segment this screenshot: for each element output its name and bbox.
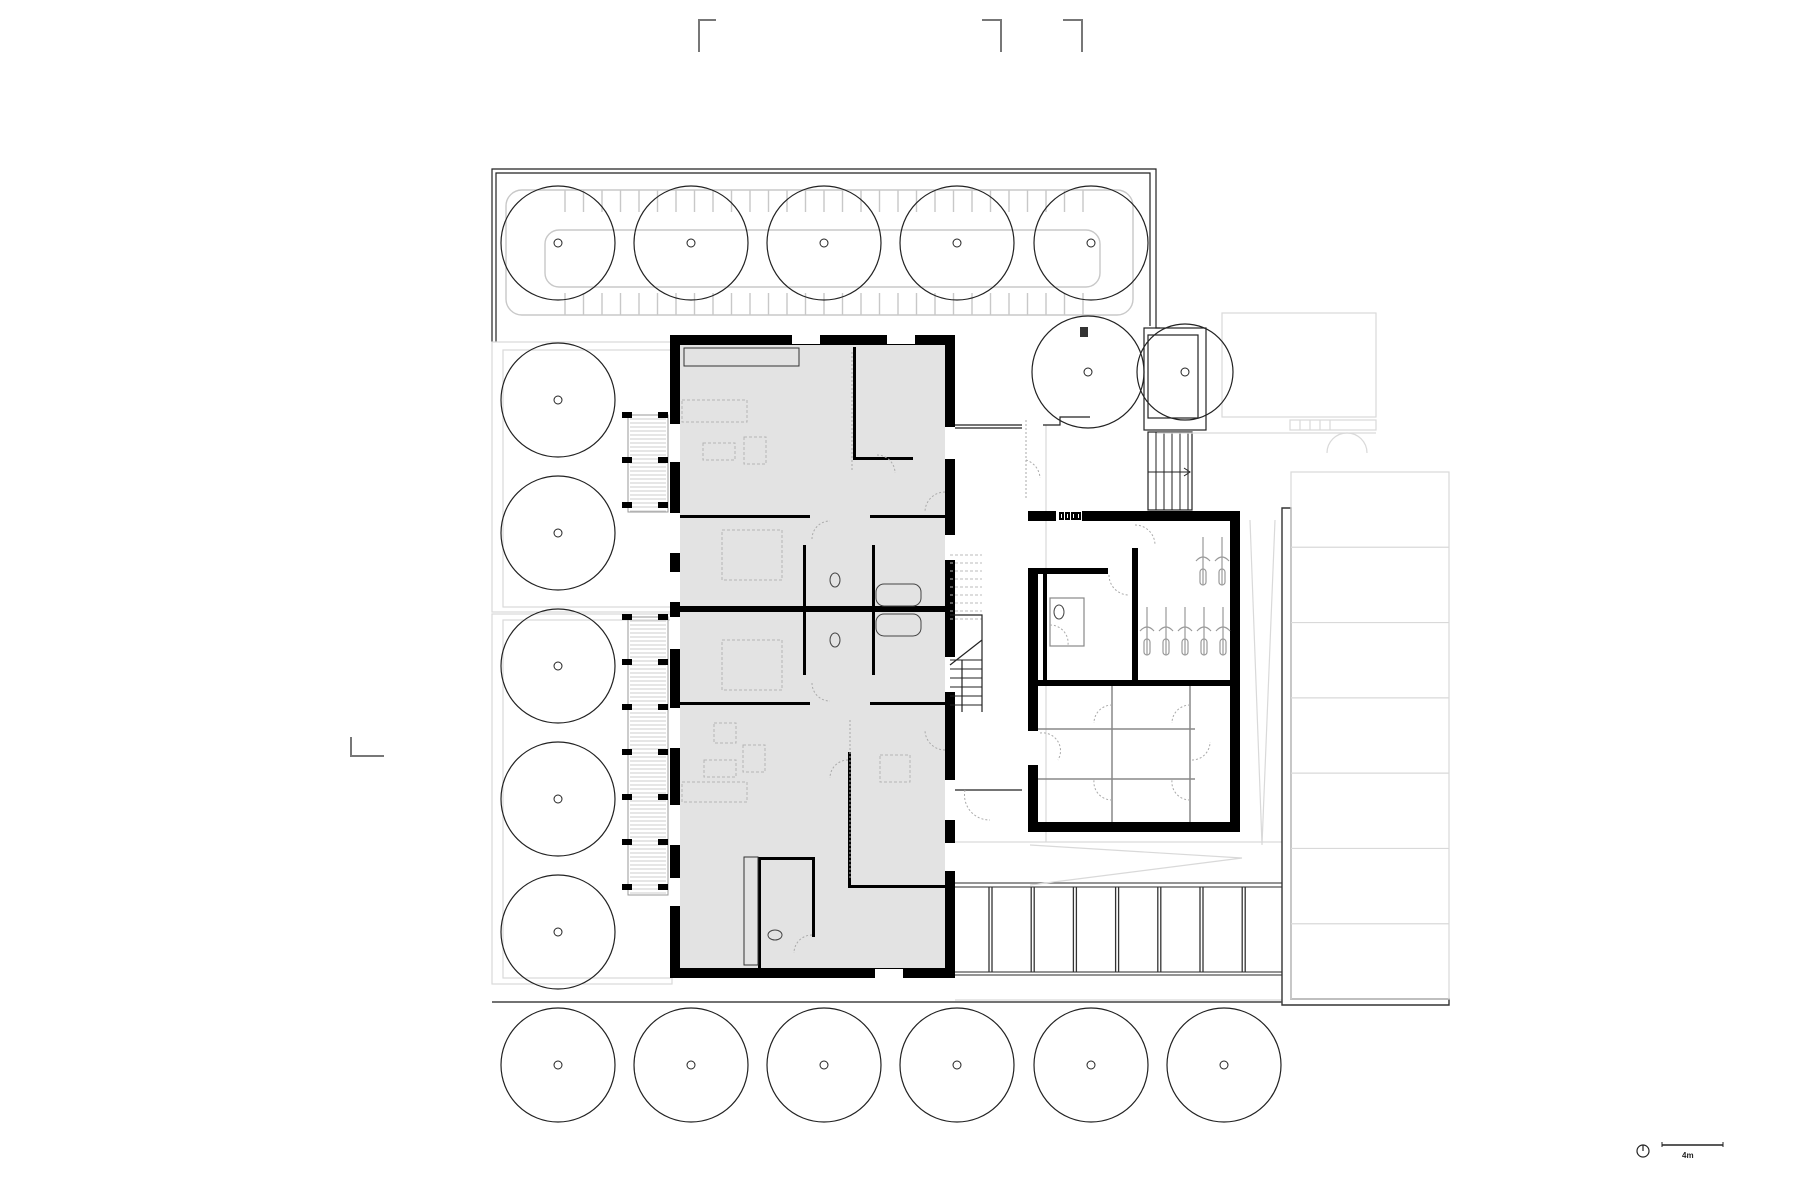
tree-icon	[500, 741, 616, 857]
north-arrow-icon	[1636, 1144, 1650, 1158]
trees	[500, 185, 1282, 1123]
tree-icon	[500, 185, 616, 301]
tree-icon	[1031, 315, 1145, 429]
tree-icon	[633, 185, 749, 301]
tree-icon	[766, 185, 882, 301]
tree-icon	[500, 475, 616, 591]
parking-court-top	[491, 168, 1160, 342]
tree-icon	[1033, 185, 1149, 301]
tree-icon	[633, 1007, 749, 1123]
bicycle-icon	[1214, 537, 1230, 586]
bench-icon	[1080, 327, 1088, 337]
tree-icon	[500, 874, 616, 990]
tree-icon	[899, 1007, 1015, 1123]
stair-and-walkway	[949, 416, 1282, 843]
tree-icon	[1166, 1007, 1282, 1123]
terraces-left	[622, 412, 669, 896]
section-marks	[350, 19, 1083, 757]
service-building	[1028, 511, 1240, 832]
bicycle-icon	[1195, 537, 1211, 586]
parking-right	[1249, 471, 1450, 1006]
tree-icon	[766, 1007, 882, 1123]
tree-icon	[500, 342, 616, 458]
scale-label: 4m	[1682, 1151, 1694, 1160]
bicycle-icon	[1139, 607, 1155, 656]
residential-building	[670, 335, 955, 978]
tree-icon	[500, 608, 616, 724]
courtyard-annex	[1080, 312, 1377, 511]
tree-icon	[1033, 1007, 1149, 1123]
legend	[1636, 1142, 1724, 1158]
tree-icon	[500, 1007, 616, 1123]
bicycle-icon	[1196, 607, 1212, 656]
tree-icon	[1136, 323, 1234, 421]
bicycle-icon	[1158, 607, 1174, 656]
left-garden	[491, 341, 673, 985]
bicycle-icon	[1177, 607, 1193, 656]
bicycle-icon	[1215, 607, 1231, 656]
tree-icon	[899, 185, 1015, 301]
bike-shelter	[955, 844, 1282, 1001]
